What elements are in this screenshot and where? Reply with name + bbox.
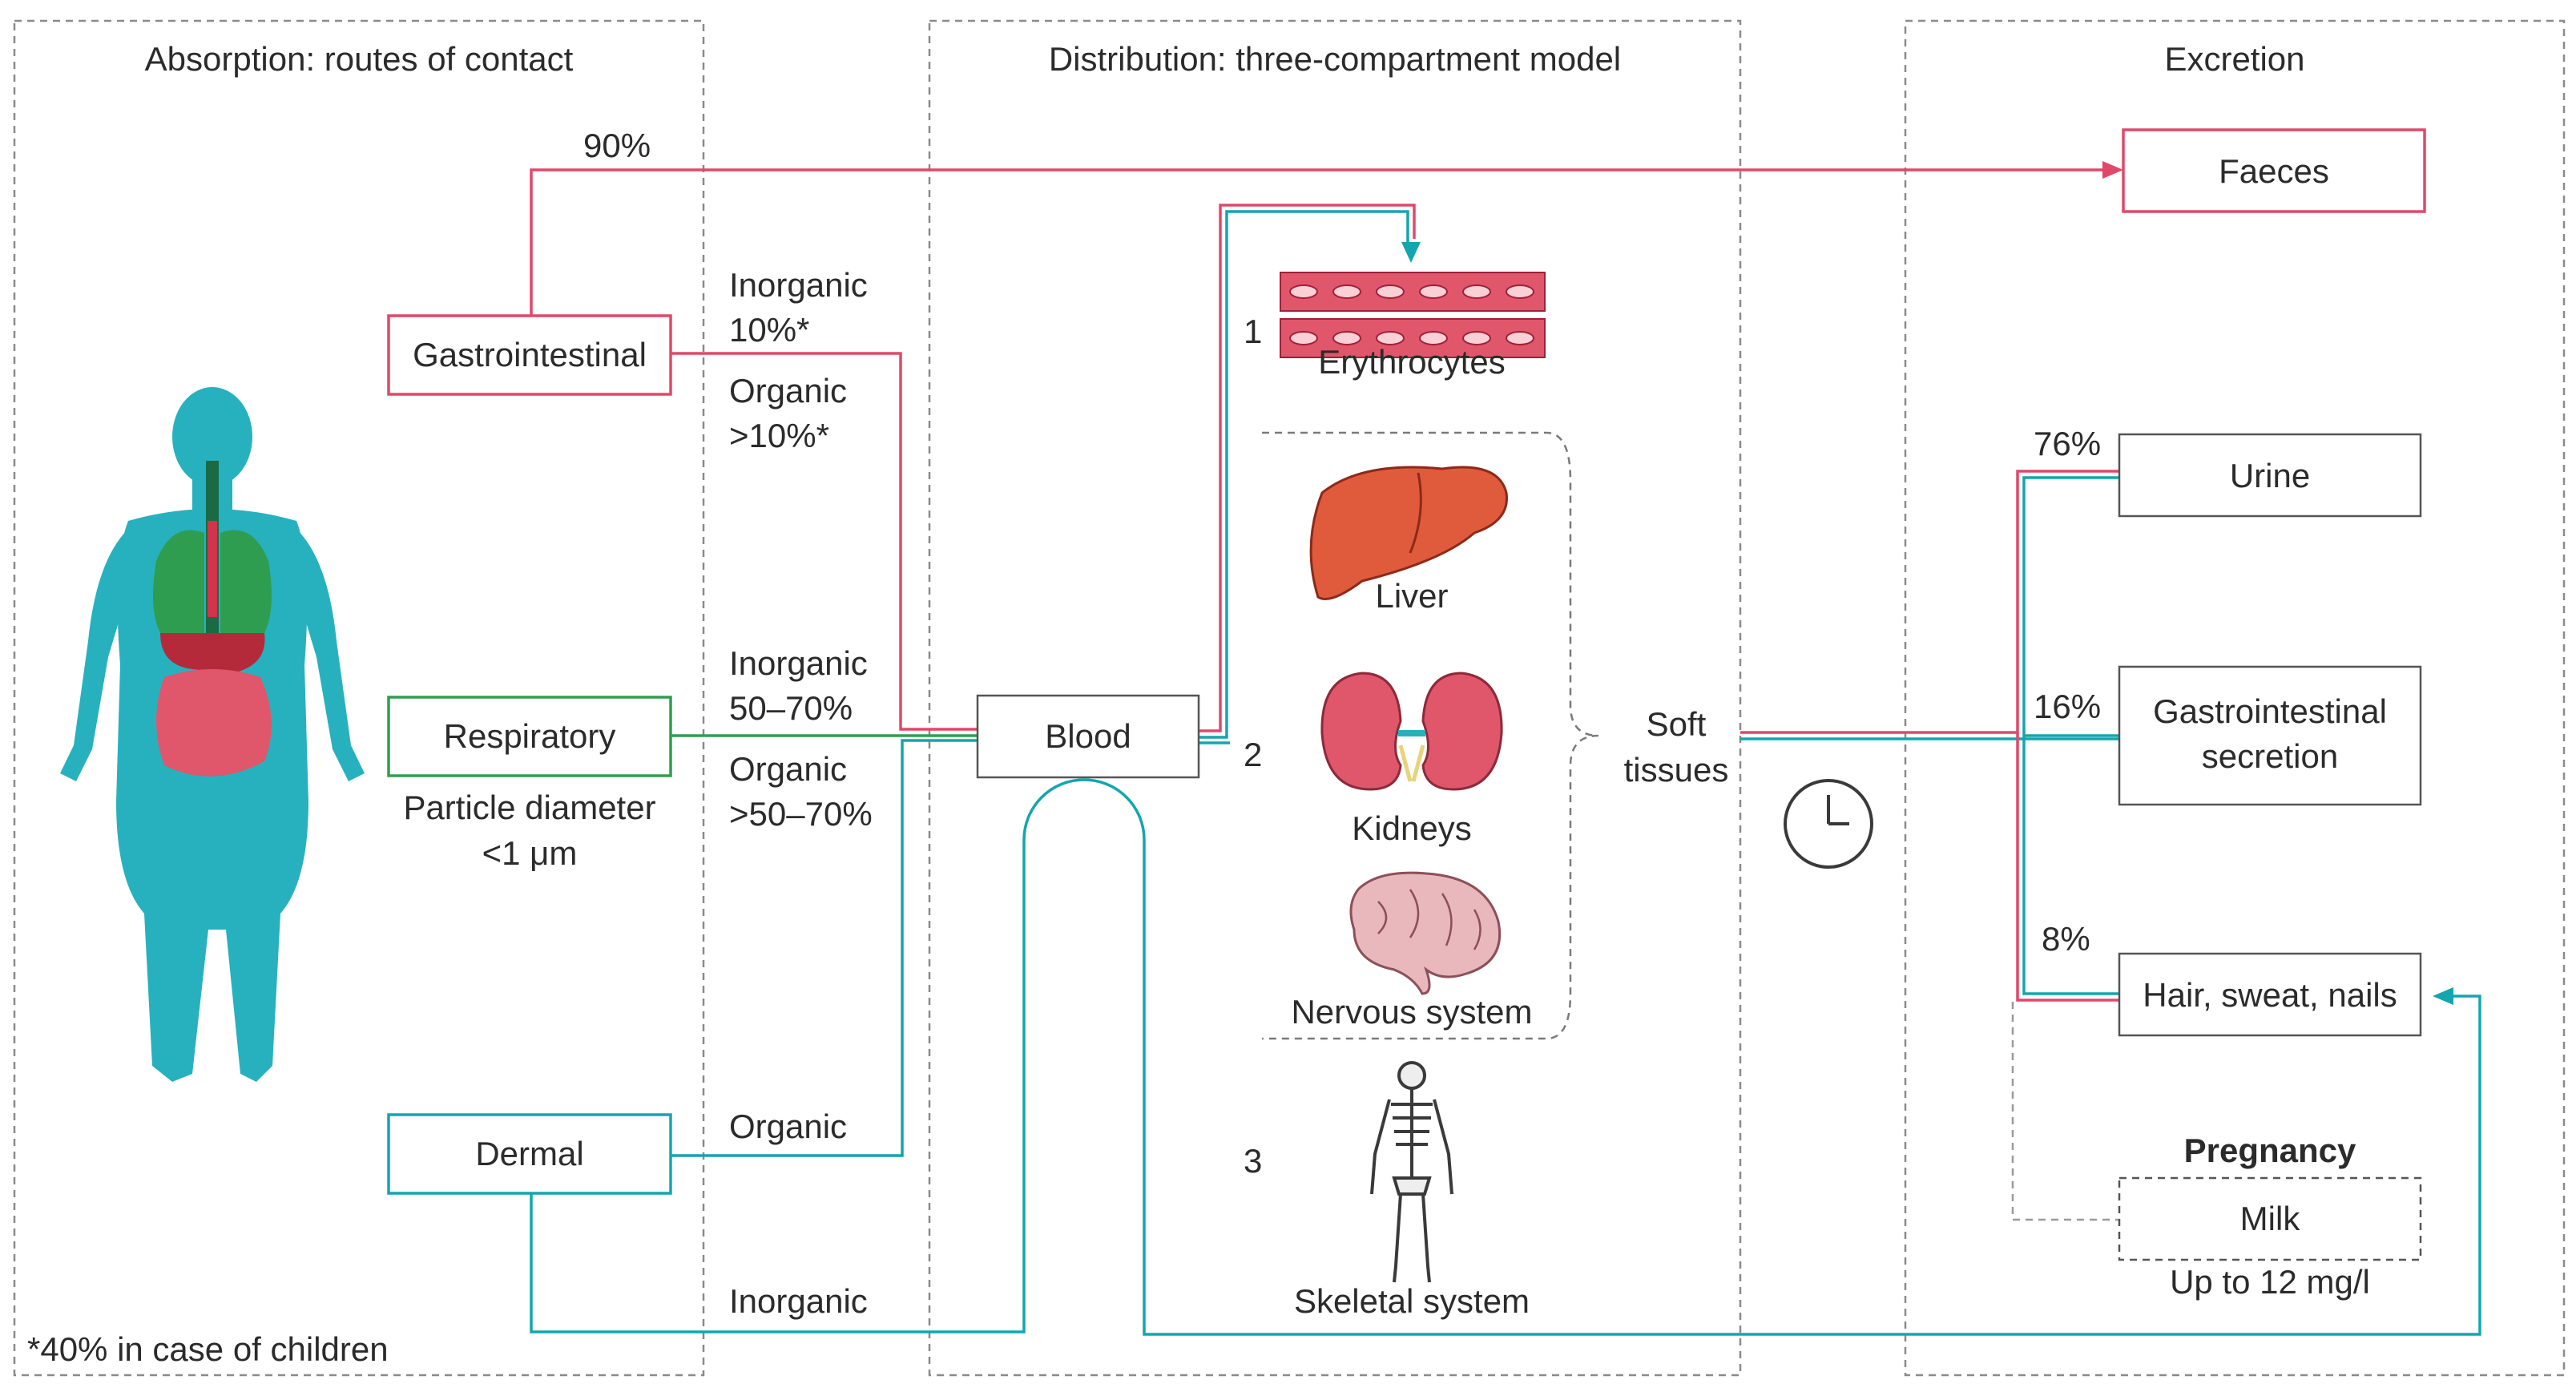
dermal-organic-label: Organic: [729, 1108, 847, 1145]
liver-label: Liver: [1375, 577, 1448, 615]
milk-dashed-line: [2011, 1002, 2119, 1221]
gi-secretion-label-2: secretion: [2202, 737, 2338, 775]
blood-box: [976, 694, 1200, 779]
gi-secretion-label: Gastrointestinal: [2153, 692, 2387, 730]
hair-arrowhead: [2433, 987, 2453, 1005]
soft-tissues-bracket: [1262, 431, 1599, 1040]
respiratory-label: Respiratory: [444, 717, 616, 755]
faeces-percent: 90%: [583, 127, 651, 164]
particle-diameter-label: Particle diameter: [403, 789, 655, 826]
brain-icon: [1349, 871, 1502, 995]
skeleton-icon: [1370, 1061, 1453, 1283]
gastrointestinal-route-box: [387, 314, 672, 396]
hair-percent: 8%: [2042, 920, 2090, 958]
absorption-heading: Absorption: routes of contact: [145, 40, 574, 78]
clock-icon: [1784, 779, 1873, 869]
excretion-heading: Excretion: [2164, 40, 2304, 78]
faeces-arrowhead: [2102, 161, 2123, 179]
urine-label: Urine: [2230, 457, 2310, 494]
pregnancy-label: Pregnancy: [2184, 1132, 2356, 1169]
gi-secretion-box: [2118, 665, 2422, 806]
human-body-icon: [60, 387, 365, 1082]
resp-inorganic-percent: 50–70%: [729, 689, 853, 727]
children-footnote: *40% in case of children: [27, 1330, 389, 1368]
gi-secretion-percent: 16%: [2034, 688, 2101, 725]
hair-box: [2118, 952, 2422, 1037]
gi-organic-label: Organic: [729, 372, 847, 410]
nervous-system-label: Nervous system: [1291, 993, 1532, 1031]
blood-label: Blood: [1045, 717, 1131, 755]
faeces-label: Faeces: [2219, 152, 2329, 190]
gastrointestinal-label: Gastrointestinal: [413, 336, 647, 373]
compartment-3-number: 3: [1244, 1142, 1262, 1180]
erythrocytes-icon: [1280, 272, 1546, 358]
liver-icon: [1309, 466, 1508, 600]
gi-to-blood-line: [671, 352, 978, 731]
erythrocytes-arrowhead: [1401, 242, 1421, 263]
gi-inorganic-label: Inorganic: [729, 266, 868, 304]
compartment-1-number: 1: [1244, 313, 1262, 350]
skeletal-system-label: Skeletal system: [1294, 1282, 1530, 1320]
kidneys-label: Kidneys: [1352, 809, 1471, 847]
respiratory-route-box: [387, 696, 672, 777]
erythrocytes-label: Erythrocytes: [1318, 343, 1505, 381]
urine-percent: 76%: [2034, 425, 2101, 462]
milk-amount-label: Up to 12 mg/l: [2170, 1263, 2370, 1301]
particle-size-label: <1 μm: [482, 834, 578, 872]
resp-inorganic-label: Inorganic: [729, 644, 868, 682]
excretion-trunk-pink: [2016, 470, 2119, 1002]
milk-box: [2118, 1176, 2422, 1261]
excretion-panel: [1904, 19, 2566, 1377]
kidneys-icon: [1320, 672, 1503, 791]
soft-tissues-label: Soft: [1647, 705, 1707, 743]
resp-organic-percent: >50–70%: [729, 795, 873, 833]
blood-to-erythrocytes-pink: [1199, 204, 1416, 732]
compartment-2-number: 2: [1244, 736, 1262, 773]
urine-box: [2118, 433, 2422, 518]
soft-tissues-label-2: tissues: [1624, 751, 1729, 789]
gi-inorganic-percent: 10%*: [729, 311, 809, 349]
hair-label: Hair, sweat, nails: [2143, 976, 2397, 1014]
faeces-box: [2122, 128, 2426, 213]
dermal-route-box: [387, 1113, 672, 1195]
dermal-inorganic-line: [530, 778, 2481, 1336]
faeces-flow-line: [530, 168, 2106, 316]
gi-organic-percent: >10%*: [729, 417, 829, 454]
dermal-inorganic-label: Inorganic: [729, 1282, 868, 1320]
absorption-panel: [13, 19, 705, 1377]
resp-organic-label: Organic: [729, 750, 847, 788]
distribution-panel: [928, 19, 1742, 1377]
dermal-label: Dermal: [475, 1135, 583, 1172]
dermal-organic-line: [671, 739, 978, 1157]
blood-to-erythrocytes-teal: [1199, 210, 1409, 739]
milk-label: Milk: [2240, 1200, 2301, 1237]
distribution-heading: Distribution: three-compartment model: [1049, 40, 1621, 78]
